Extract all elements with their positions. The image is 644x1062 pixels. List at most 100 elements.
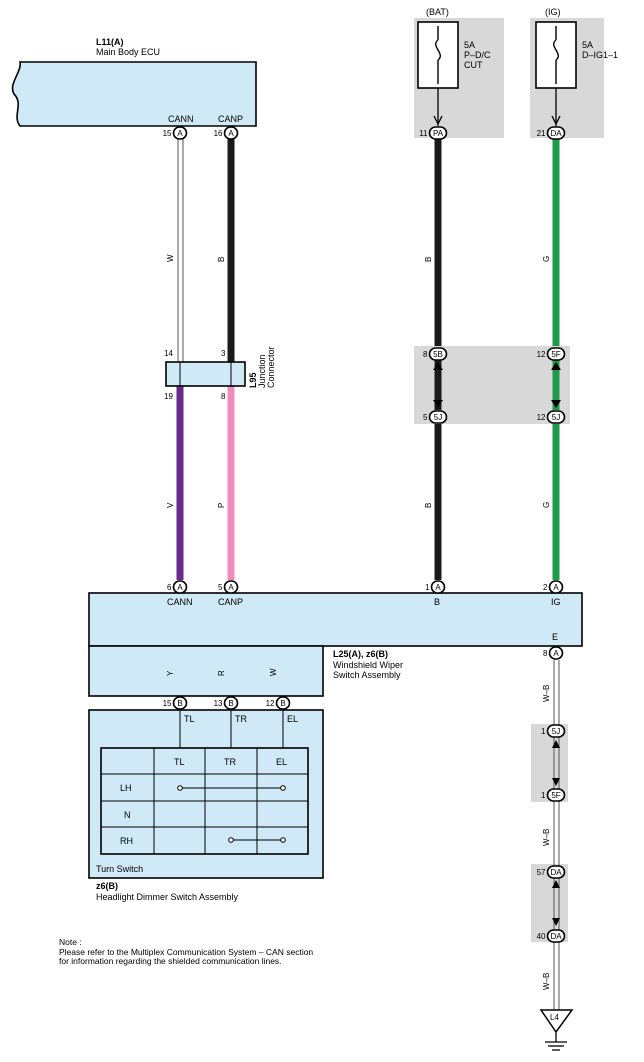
table-row-lh: LH [120,783,132,793]
pin-conn-label: 5B [433,350,443,359]
sw-canp-label: CANP [218,597,243,607]
junction-connector-l95 [165,361,246,387]
pin-conn-label: 5J [434,413,442,422]
pin-gnd-5j: 5J 1 [541,724,566,738]
pin-conn-label: A [177,129,183,138]
pin-number: 15 [163,699,172,708]
sw-b-label: B [434,597,440,607]
sw-ig-label: IG [551,597,561,607]
jc-name-1: Junction [257,354,267,388]
pin-ts-tl: B 15 [163,696,188,710]
pin-number: 1 [541,791,546,800]
note-line-2: for information regarding the shielded c… [59,956,282,966]
pin-number: 1 [425,583,430,592]
fuse-bat-name-1: P–D/C [464,50,491,60]
wire-label-wb3: W–B [542,973,551,990]
note-block: Note : Please refer to the Multiplex Com… [59,937,314,967]
ecu-cann-label: CANN [168,114,194,124]
pin-ts-tr: B 13 [214,696,239,710]
table-row-rh: RH [120,836,133,846]
wiper-switch-lower-box [88,645,324,697]
pin-number: 13 [214,699,223,708]
ecu-code: L11(A) [96,37,124,47]
pin-conn-label: 5F [551,791,560,800]
ground-symbol: L4 [539,1009,574,1051]
pin-conn-label: B [177,699,182,708]
wire-label-y: Y [166,670,175,676]
pin-sw-canp: A5 [218,580,239,594]
pin-conn-label: A [177,583,183,592]
pin-number: 12 [266,699,275,708]
pin-conn-label: DA [550,129,562,138]
switch-truth-table: TL TR EL LH N RH [100,747,309,855]
wire-label-w: W [166,254,175,262]
pin-number: 5 [218,583,223,592]
fuse-bat-supply: (BAT) [426,7,449,17]
table-col-tr: TR [224,757,236,767]
wire-label-p: P [217,503,226,508]
pin-conn-label: 5J [552,413,560,422]
pin-conn-label: 5J [552,727,560,736]
wire-label-wb1: W–B [542,685,551,702]
turn-switch-label: Turn Switch [96,864,143,874]
pin-conn-label: PA [433,129,444,138]
pin-sw-b: A1 [425,580,446,594]
pin-number: 8 [543,649,548,658]
sw-e-label: E [552,632,558,642]
pin-number: 15 [163,129,172,138]
pin-conn-label: DA [550,868,562,877]
wire-label-g2: G [542,502,551,508]
pin-conn-label: DA [550,932,562,941]
pin-ts-el: B 12 [266,696,291,710]
table-col-tl: TL [174,757,185,767]
fuse-ig-name-1: D–IG1–1 [582,50,618,60]
wire-label-wb2: W–B [542,829,551,846]
ecu-canp-label: CANP [218,114,243,124]
pin-gnd-5f: 5F 1 [541,788,566,802]
wire-label-b1: B [217,257,226,262]
pin-number: 5 [423,413,428,422]
note-line-1: Please refer to the Multiplex Communicat… [59,946,314,957]
ground-point-label: L4 [550,1013,559,1022]
pin-number: 16 [214,129,223,138]
pin-jb-5j-b: 5J 5 [423,410,448,424]
pin-number: 2 [543,583,548,592]
wiper-name-1: Windshield Wiper [333,660,403,670]
wire-label-v: V [166,502,175,508]
wire-label-g1: G [542,256,551,262]
pin-sw-ig: A2 [543,580,564,594]
pin-conn-label: B [280,699,285,708]
main-body-ecu-box [11,61,257,127]
pin-conn-label: 5F [551,350,560,359]
pin-conn-label: A [435,583,441,592]
pin-number: 21 [537,129,546,138]
note-title: Note : [59,937,82,947]
pin-conn-label: A [228,583,234,592]
pin-number: 57 [537,868,546,877]
jc-code: L95 [248,372,258,388]
wiper-switch-box [88,592,583,647]
fuse-ig-rating: 5A [582,40,593,50]
pin-number: 40 [537,932,546,941]
pin-number: 1 [541,727,546,736]
fuse-ig-supply: (IG) [545,7,561,17]
jc-pin-3: 3 [221,349,226,358]
pin-number: 6 [167,583,172,592]
sw-cann-label: CANN [167,597,193,607]
fuse-bat-rating: 5A [464,40,475,50]
pin-conn-label: B [228,699,233,708]
table-col-el: EL [276,757,287,767]
pin-conn-label: A [228,129,234,138]
ts-tl-label: TL [184,714,195,724]
junction-block-5j5f [531,724,568,802]
pin-number: 11 [419,129,428,138]
ts-el-label: EL [287,714,298,724]
pin-gnd-da57: DA 57 [537,865,566,879]
pin-ecu-cann: A 15 [163,126,188,140]
jc-pin-14: 14 [164,349,173,358]
pin-sw-cann: A6 [167,580,188,594]
pin-fuse-pa: PA 11 [419,126,448,140]
